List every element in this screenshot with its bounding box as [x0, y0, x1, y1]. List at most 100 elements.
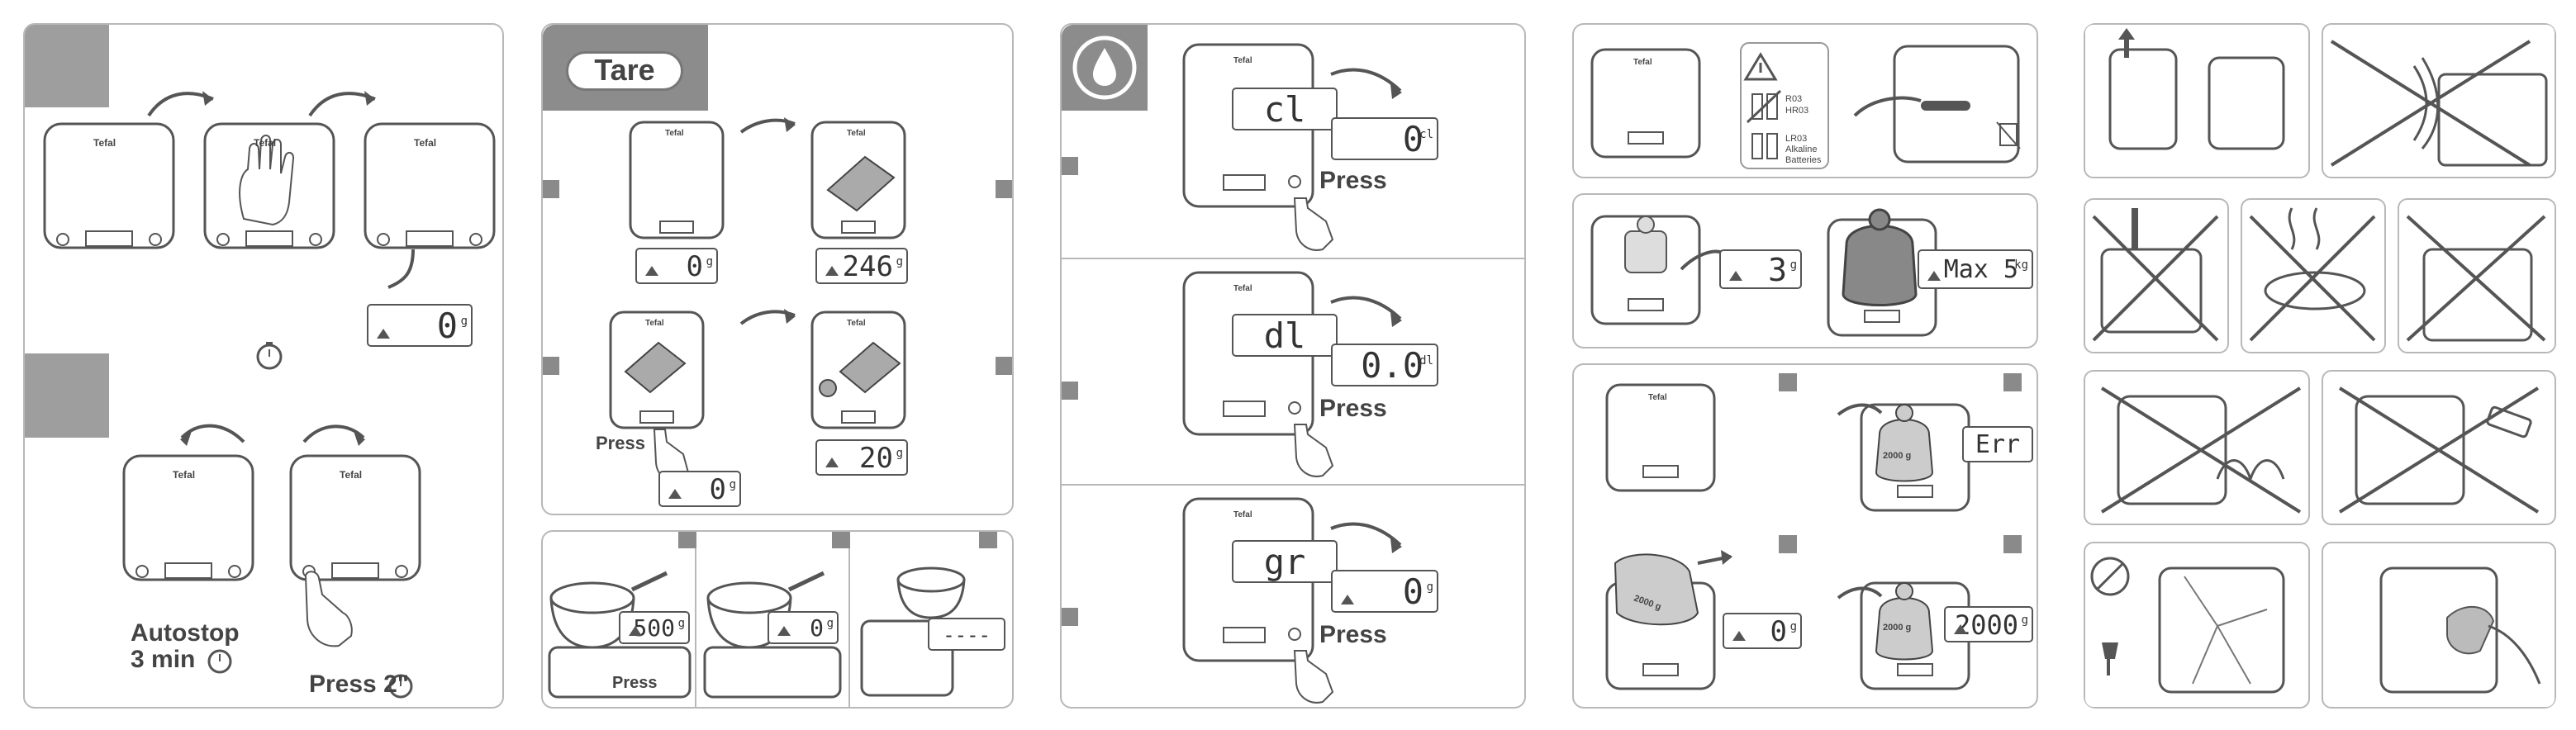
weight-display: 0 g [658, 471, 741, 507]
no-steam-illustration [2249, 207, 2376, 342]
error-display: Err [1962, 426, 2033, 462]
brand-logo: Tefal [254, 137, 277, 149]
scale-icon [1605, 383, 1716, 492]
brand-logo: Tefal [1233, 56, 1252, 65]
mode-display: cl [1232, 88, 1338, 130]
panel-power-autostop: Tefal Tefal Tefal Tefal Tefal 0 g Autost… [23, 23, 504, 709]
panel-battery: Tefal R03 HR03 LR03 Alkaline Batteries [1572, 23, 2038, 178]
scale-icon [203, 122, 335, 249]
press-label: Press [1319, 167, 1387, 194]
step-marker [1062, 608, 1078, 626]
battery-type: R03 [1785, 94, 1803, 104]
no-phone-illustration [2338, 386, 2540, 514]
no-water-illustration [2092, 208, 2219, 342]
care-tile [2398, 198, 2556, 353]
stable-indicator-icon [1729, 271, 1742, 281]
step-marker [543, 180, 559, 198]
care-tile [2084, 542, 2310, 709]
fragile-icon [2102, 642, 2118, 675]
step-marker [996, 357, 1012, 375]
chocolate-icon [819, 341, 901, 397]
step-marker [2003, 535, 2022, 553]
divider [1062, 258, 1524, 259]
battery-icon [1751, 133, 1778, 159]
arrow-right-icon [1853, 96, 1922, 117]
brand-logo: Tefal [173, 469, 196, 481]
brand-logo: Tefal [414, 137, 437, 149]
battery-type: HR03 [1785, 106, 1809, 116]
weight-display: ---- [928, 618, 1005, 651]
bowl-icon [896, 566, 966, 619]
mode-display: dl [1232, 314, 1338, 357]
step-marker [1779, 535, 1797, 553]
panel-units: Tefal Tefal Tefal cl 0 cl Press dl 0.0 d… [1060, 23, 1526, 709]
step-marker [1062, 157, 1078, 175]
stable-indicator-icon [645, 266, 658, 276]
weight-display: 20 g [815, 439, 908, 476]
weight-display: 500 g [619, 611, 690, 644]
stopwatch-icon [388, 674, 413, 699]
stable-indicator-icon [777, 626, 791, 636]
mode-value: cl [1263, 89, 1306, 130]
unit-label: g [896, 447, 903, 460]
care-tile [2084, 23, 2310, 178]
weight-icon [1624, 216, 1667, 273]
weight-display: 0 g [1723, 613, 1802, 649]
unit-label: kg [2014, 258, 2028, 272]
display-value: 0 [1770, 615, 1787, 648]
brand-logo: Tefal [1648, 393, 1667, 402]
fragile-glass-illustration [2090, 557, 2285, 694]
step-marker [678, 532, 696, 548]
heavy-weight-icon [1842, 208, 1918, 306]
care-tile [2322, 23, 2556, 178]
brand-logo: Tefal [645, 319, 664, 328]
scale-icon [289, 454, 421, 647]
weight-label: 2000 g [1883, 623, 1912, 633]
autostop-label: Autostop [131, 619, 240, 647]
display-value: 0.0 [1361, 345, 1423, 386]
press-label: Press [1319, 621, 1387, 648]
arrow-right-icon [308, 92, 376, 117]
display-value: 0 [810, 614, 824, 642]
unit-label: g [729, 478, 736, 491]
autostop-time: 3 min [131, 646, 196, 673]
arrow-left-icon [180, 424, 245, 443]
brand-logo: Tefal [1633, 58, 1652, 67]
press-hold-label: Press 2" [309, 671, 409, 698]
unit-label: g [896, 255, 903, 268]
weight-display: 0 g [367, 304, 473, 347]
recycle-bin-icon [1996, 121, 2021, 149]
stopwatch-icon [207, 649, 232, 674]
display-value: 20 [859, 442, 893, 475]
display-value: 0 [1402, 119, 1423, 159]
unit-label: cl [1419, 128, 1433, 141]
stable-indicator-icon [825, 457, 839, 467]
unit-label: g [706, 255, 713, 268]
weight-display: 0.0 dl [1331, 344, 1438, 386]
display-value: ---- [943, 623, 991, 647]
stable-indicator-icon [668, 489, 682, 499]
step-marker [1062, 382, 1078, 400]
weight-icon [1875, 404, 1934, 482]
step-marker [2003, 373, 2022, 391]
hand-icon [239, 135, 295, 226]
mode-value: dl [1263, 315, 1306, 356]
battery-type: Alkaline [1785, 145, 1818, 154]
care-tile [2322, 370, 2556, 525]
stable-indicator-icon [1927, 271, 1941, 281]
weight-display: 0 cl [1331, 117, 1438, 160]
unit-label: g [1789, 620, 1797, 633]
weight-label: 2000 g [1883, 451, 1912, 461]
scale-back-icon [1893, 45, 2020, 164]
care-tile [2084, 370, 2310, 525]
mode-display: gr [1232, 540, 1338, 583]
max-display: Max 5 kg [1918, 249, 2033, 289]
drop-icon [1072, 36, 1137, 100]
display-value: Max 5 [1943, 255, 2018, 284]
unit-label: g [677, 617, 685, 630]
stopwatch-icon [256, 342, 283, 370]
stable-indicator-icon [1954, 624, 1967, 634]
brand-logo: Tefal [847, 319, 866, 328]
step-marker-2 [25, 353, 109, 438]
weight-icon [1875, 582, 1934, 661]
